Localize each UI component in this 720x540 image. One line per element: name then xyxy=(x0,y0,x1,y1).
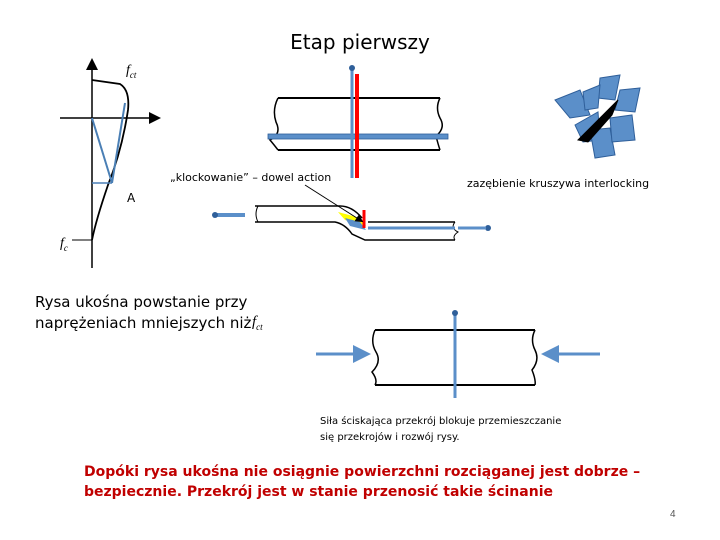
stress-diagram xyxy=(60,58,161,268)
aggregate-interlocking xyxy=(554,74,641,159)
aggregate-piece xyxy=(597,74,621,101)
compression-note-line1: Siła ściskająca przekrój blokuje przemie… xyxy=(320,416,562,427)
compressed-beam-diagram xyxy=(316,310,600,398)
compression-note-line2: się przekrojów i rozwój rysy. xyxy=(320,432,460,443)
dowel-right-break xyxy=(452,221,459,241)
dowel-right-dot xyxy=(485,225,491,231)
compression-note: Siła ściskająca przekrój blokuje przemie… xyxy=(320,414,561,446)
point-a-label: A xyxy=(127,191,136,205)
page-number: 4 xyxy=(670,509,676,520)
conclusion-line1: Dopóki rysa ukośna nie osiągnie powierzc… xyxy=(84,464,641,480)
beam-crack-diagram xyxy=(267,65,449,178)
aggregate-piece xyxy=(582,84,601,111)
label-fct: fct xyxy=(126,63,137,80)
interlocking-label: zazębienie kruszywa interlocking xyxy=(467,177,650,190)
stress-curve xyxy=(91,79,130,241)
dowel-rebar-end xyxy=(212,212,218,218)
principal-stress-line-2 xyxy=(111,102,126,184)
conclusion-text: Dopóki rysa ukośna nie osiągnie powierzc… xyxy=(84,462,640,502)
crack-top-dot xyxy=(349,65,355,71)
label-fct-inline: fct xyxy=(252,314,263,332)
conclusion-line2: bezpiecznie. Przekrój jest w stanie prze… xyxy=(84,484,553,500)
interlocking-crack xyxy=(576,99,619,143)
slide-title: Etap pierwszy xyxy=(290,30,430,54)
diagonal-crack-line2: naprężeniach mniejszych niż xyxy=(35,314,252,332)
beam-right-break xyxy=(435,97,443,151)
aggregate-piece xyxy=(589,127,616,159)
beam-left-break xyxy=(268,97,279,151)
principal-stress-line xyxy=(91,117,113,184)
dowel-action-label: „klockowanie” – dowel action xyxy=(170,171,332,184)
dowel-pointer-line xyxy=(304,184,364,223)
cbeam-left-break xyxy=(371,329,379,386)
aggregate-piece xyxy=(554,89,591,119)
dowel-bent-rebar xyxy=(345,218,366,230)
dowel-action-diagram xyxy=(212,184,491,241)
dowel-left-break xyxy=(255,205,259,223)
label-fc: fc xyxy=(60,236,68,253)
aggregate-piece xyxy=(614,87,641,113)
dowel-bottom-edge xyxy=(255,221,455,241)
cbeam-crack-dot xyxy=(452,310,458,316)
cbeam-right-break xyxy=(531,329,538,386)
diagonal-crack-text: Rysa ukośna powstanie przy naprężeniach … xyxy=(35,292,251,334)
aggregate-piece xyxy=(609,114,636,143)
diagonal-crack-line1: Rysa ukośna powstanie przy xyxy=(35,293,248,311)
